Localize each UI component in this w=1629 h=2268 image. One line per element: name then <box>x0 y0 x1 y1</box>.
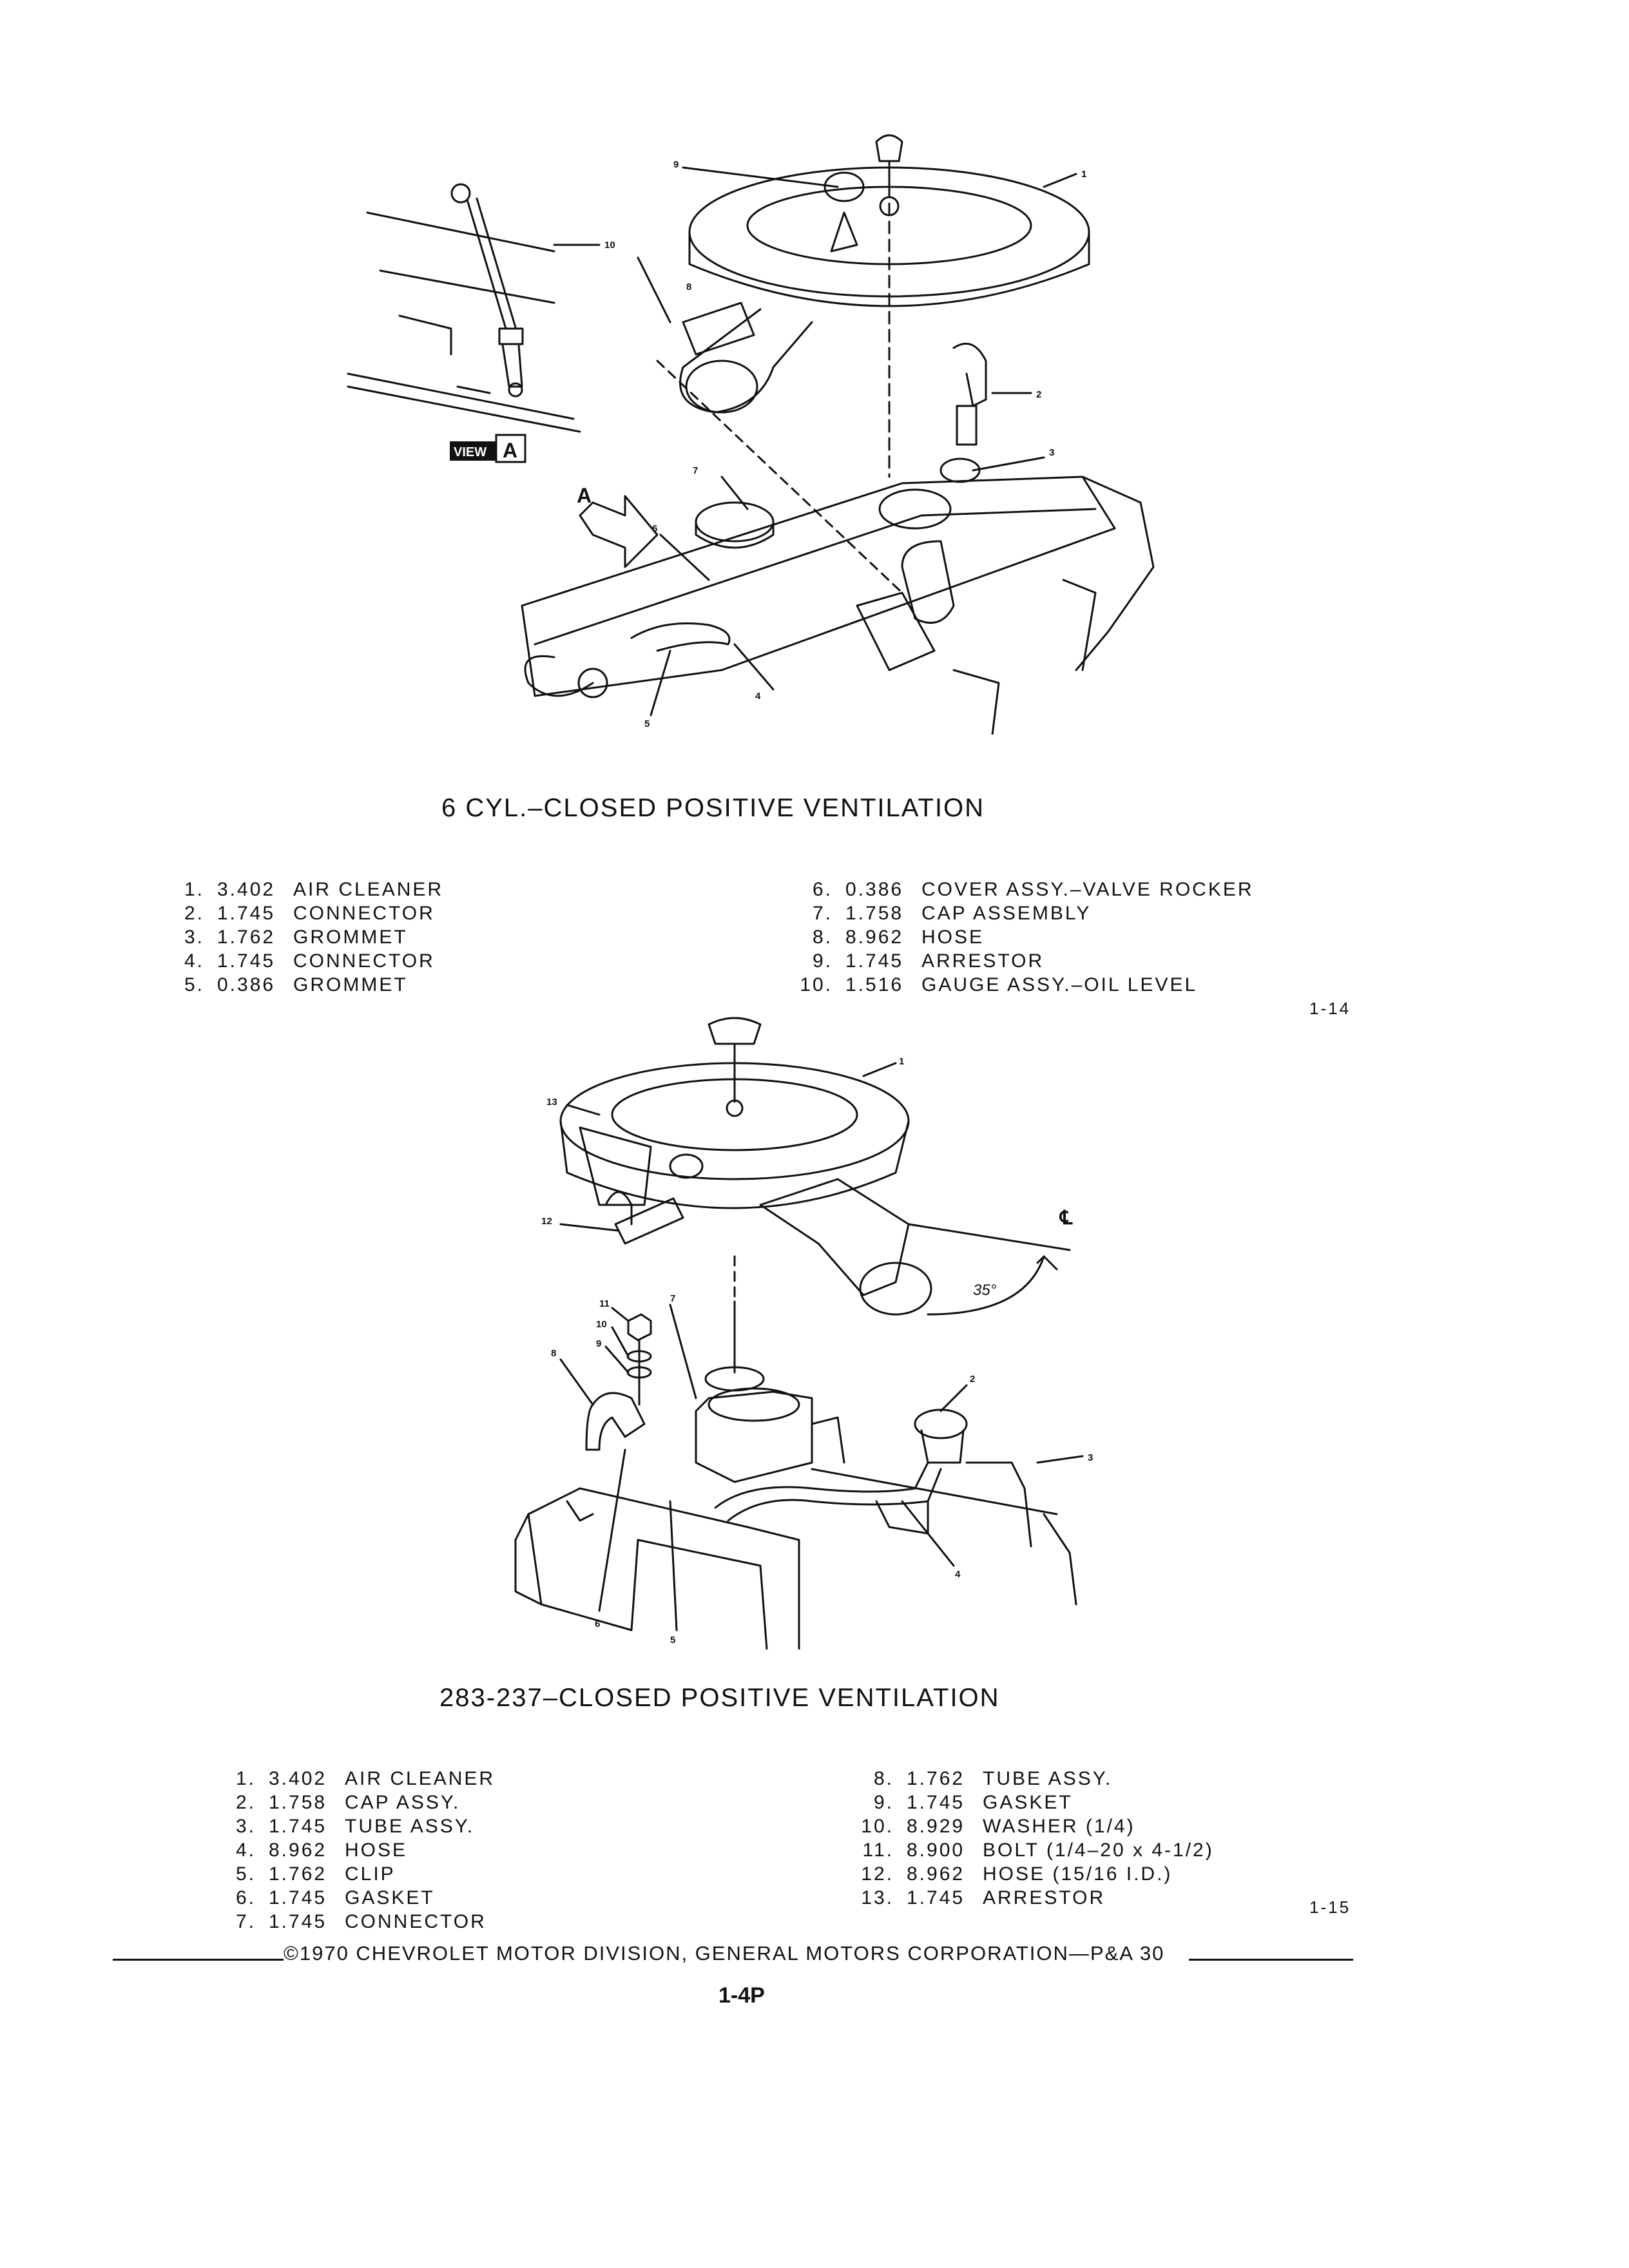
page-number: 1-4P <box>718 1983 765 2008</box>
callout-7: 7 <box>670 1293 675 1304</box>
hose-8-drawing <box>682 302 755 356</box>
figure1-illustration: 1 2 3 4 5 6 7 8 9 10 VIEW A A <box>347 134 1155 735</box>
callout-4: 4 <box>755 691 761 702</box>
callout-2: 2 <box>970 1374 975 1385</box>
svg-text:VIEW: VIEW <box>454 445 487 459</box>
callout-4: 4 <box>955 1569 961 1580</box>
callout-1: 1 <box>899 1056 904 1067</box>
callout-6: 6 <box>595 1619 600 1629</box>
callout-8: 8 <box>551 1348 556 1359</box>
callout-8: 8 <box>686 282 691 293</box>
callout-9: 9 <box>596 1338 601 1349</box>
air-cleaner-drawing <box>679 134 1090 414</box>
footer-rule-right <box>1189 1959 1353 1961</box>
callout-9: 9 <box>673 159 679 170</box>
figure2-number: 1-15 <box>1309 1898 1351 1917</box>
callout-1: 1 <box>1081 169 1086 180</box>
figure1-title: 6 CYL.–CLOSED POSITIVE VENTILATION <box>441 794 985 822</box>
callout-6: 6 <box>652 523 657 534</box>
callout-3: 3 <box>1049 447 1054 458</box>
valve-cover-drawing <box>521 476 1155 735</box>
callout-11: 11 <box>599 1298 610 1309</box>
svg-text:A: A <box>503 439 517 462</box>
figure2-illustration: 1 2 3 4 5 6 7 8 9 10 11 12 13 35° ℄ <box>514 1017 1093 1649</box>
view-a-inset <box>347 183 581 433</box>
figure1-number: 1-14 <box>1309 999 1351 1018</box>
centerline-symbol: ℄ <box>1059 1207 1073 1229</box>
callout-12: 12 <box>541 1216 552 1227</box>
callout-13: 13 <box>546 1097 557 1108</box>
callout-10: 10 <box>596 1319 607 1330</box>
angle-label: 35° <box>973 1282 997 1299</box>
footer-rule-left <box>113 1959 284 1961</box>
callout-5: 5 <box>644 718 650 729</box>
callout-7: 7 <box>693 465 698 476</box>
valve-cover-drawing <box>514 1468 1077 1649</box>
callout-3: 3 <box>1088 1452 1093 1463</box>
callout-10: 10 <box>604 240 615 251</box>
figure2-title: 283-237–CLOSED POSITIVE VENTILATION <box>439 1684 1000 1712</box>
air-cleaner-drawing <box>559 1017 932 1316</box>
callout-2: 2 <box>1036 389 1041 400</box>
callout-5: 5 <box>670 1635 675 1646</box>
view-a-tag: VIEW A <box>450 434 526 463</box>
footer-copyright: ©1970 CHEVROLET MOTOR DIVISION, GENERAL … <box>284 1942 1165 1965</box>
arrow-a-letter: A <box>577 484 592 507</box>
